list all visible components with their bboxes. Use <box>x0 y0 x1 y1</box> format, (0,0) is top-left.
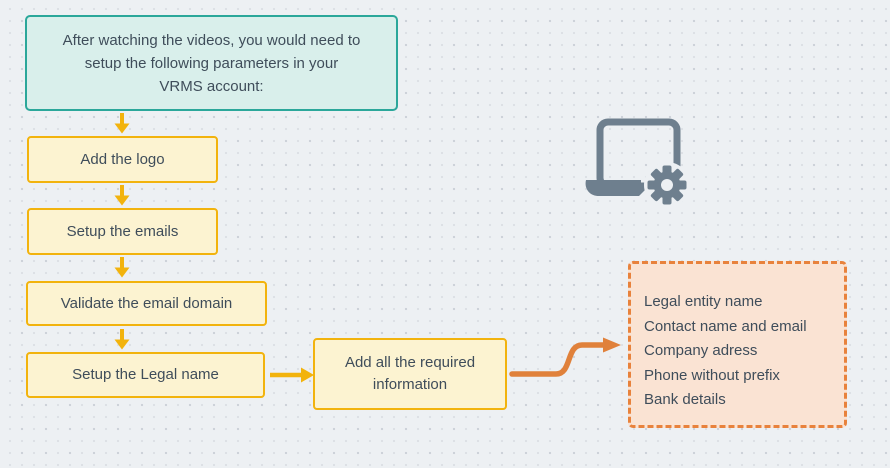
intro-text-line: setup the following parameters in your <box>84 54 339 72</box>
curved-arrow-connector <box>509 337 621 377</box>
step-label: Setup the emails <box>66 222 179 240</box>
flow-node-required-info-list[interactable]: Legal entity name Contact name and email… <box>628 261 847 428</box>
down-arrow-connector <box>114 185 130 206</box>
laptop-gear-icon <box>585 118 690 208</box>
flow-node-setup-emails[interactable]: Setup the emails <box>27 208 218 255</box>
list-item: Legal entity name <box>644 293 763 310</box>
flow-node-add-required-information[interactable]: Add all the required information <box>313 338 507 410</box>
step-label: Validate the email domain <box>60 294 233 312</box>
flow-node-validate-email-domain[interactable]: Validate the email domain <box>26 281 267 326</box>
intro-text-line: After watching the videos, you would nee… <box>62 31 361 49</box>
step-label: Add the logo <box>80 150 165 168</box>
down-arrow-connector <box>114 257 130 278</box>
right-arrow-connector <box>270 367 314 383</box>
flow-node-intro[interactable]: After watching the videos, you would nee… <box>25 15 398 111</box>
step-label: Setup the Legal name <box>72 366 219 383</box>
intro-text-line: VRMS account: <box>159 77 264 95</box>
flow-node-add-logo[interactable]: Add the logo <box>27 136 218 183</box>
step-label: Add all the required information <box>344 354 476 393</box>
list-item: Bank details <box>644 391 726 409</box>
list-item: Company adress <box>644 342 758 360</box>
list-item: Phone without prefix <box>644 366 780 384</box>
list-item: Contact name and email <box>644 317 807 335</box>
flow-node-setup-legal-name[interactable]: Setup the Legal name <box>26 352 265 398</box>
down-arrow-connector <box>114 113 130 134</box>
down-arrow-connector <box>114 329 130 350</box>
